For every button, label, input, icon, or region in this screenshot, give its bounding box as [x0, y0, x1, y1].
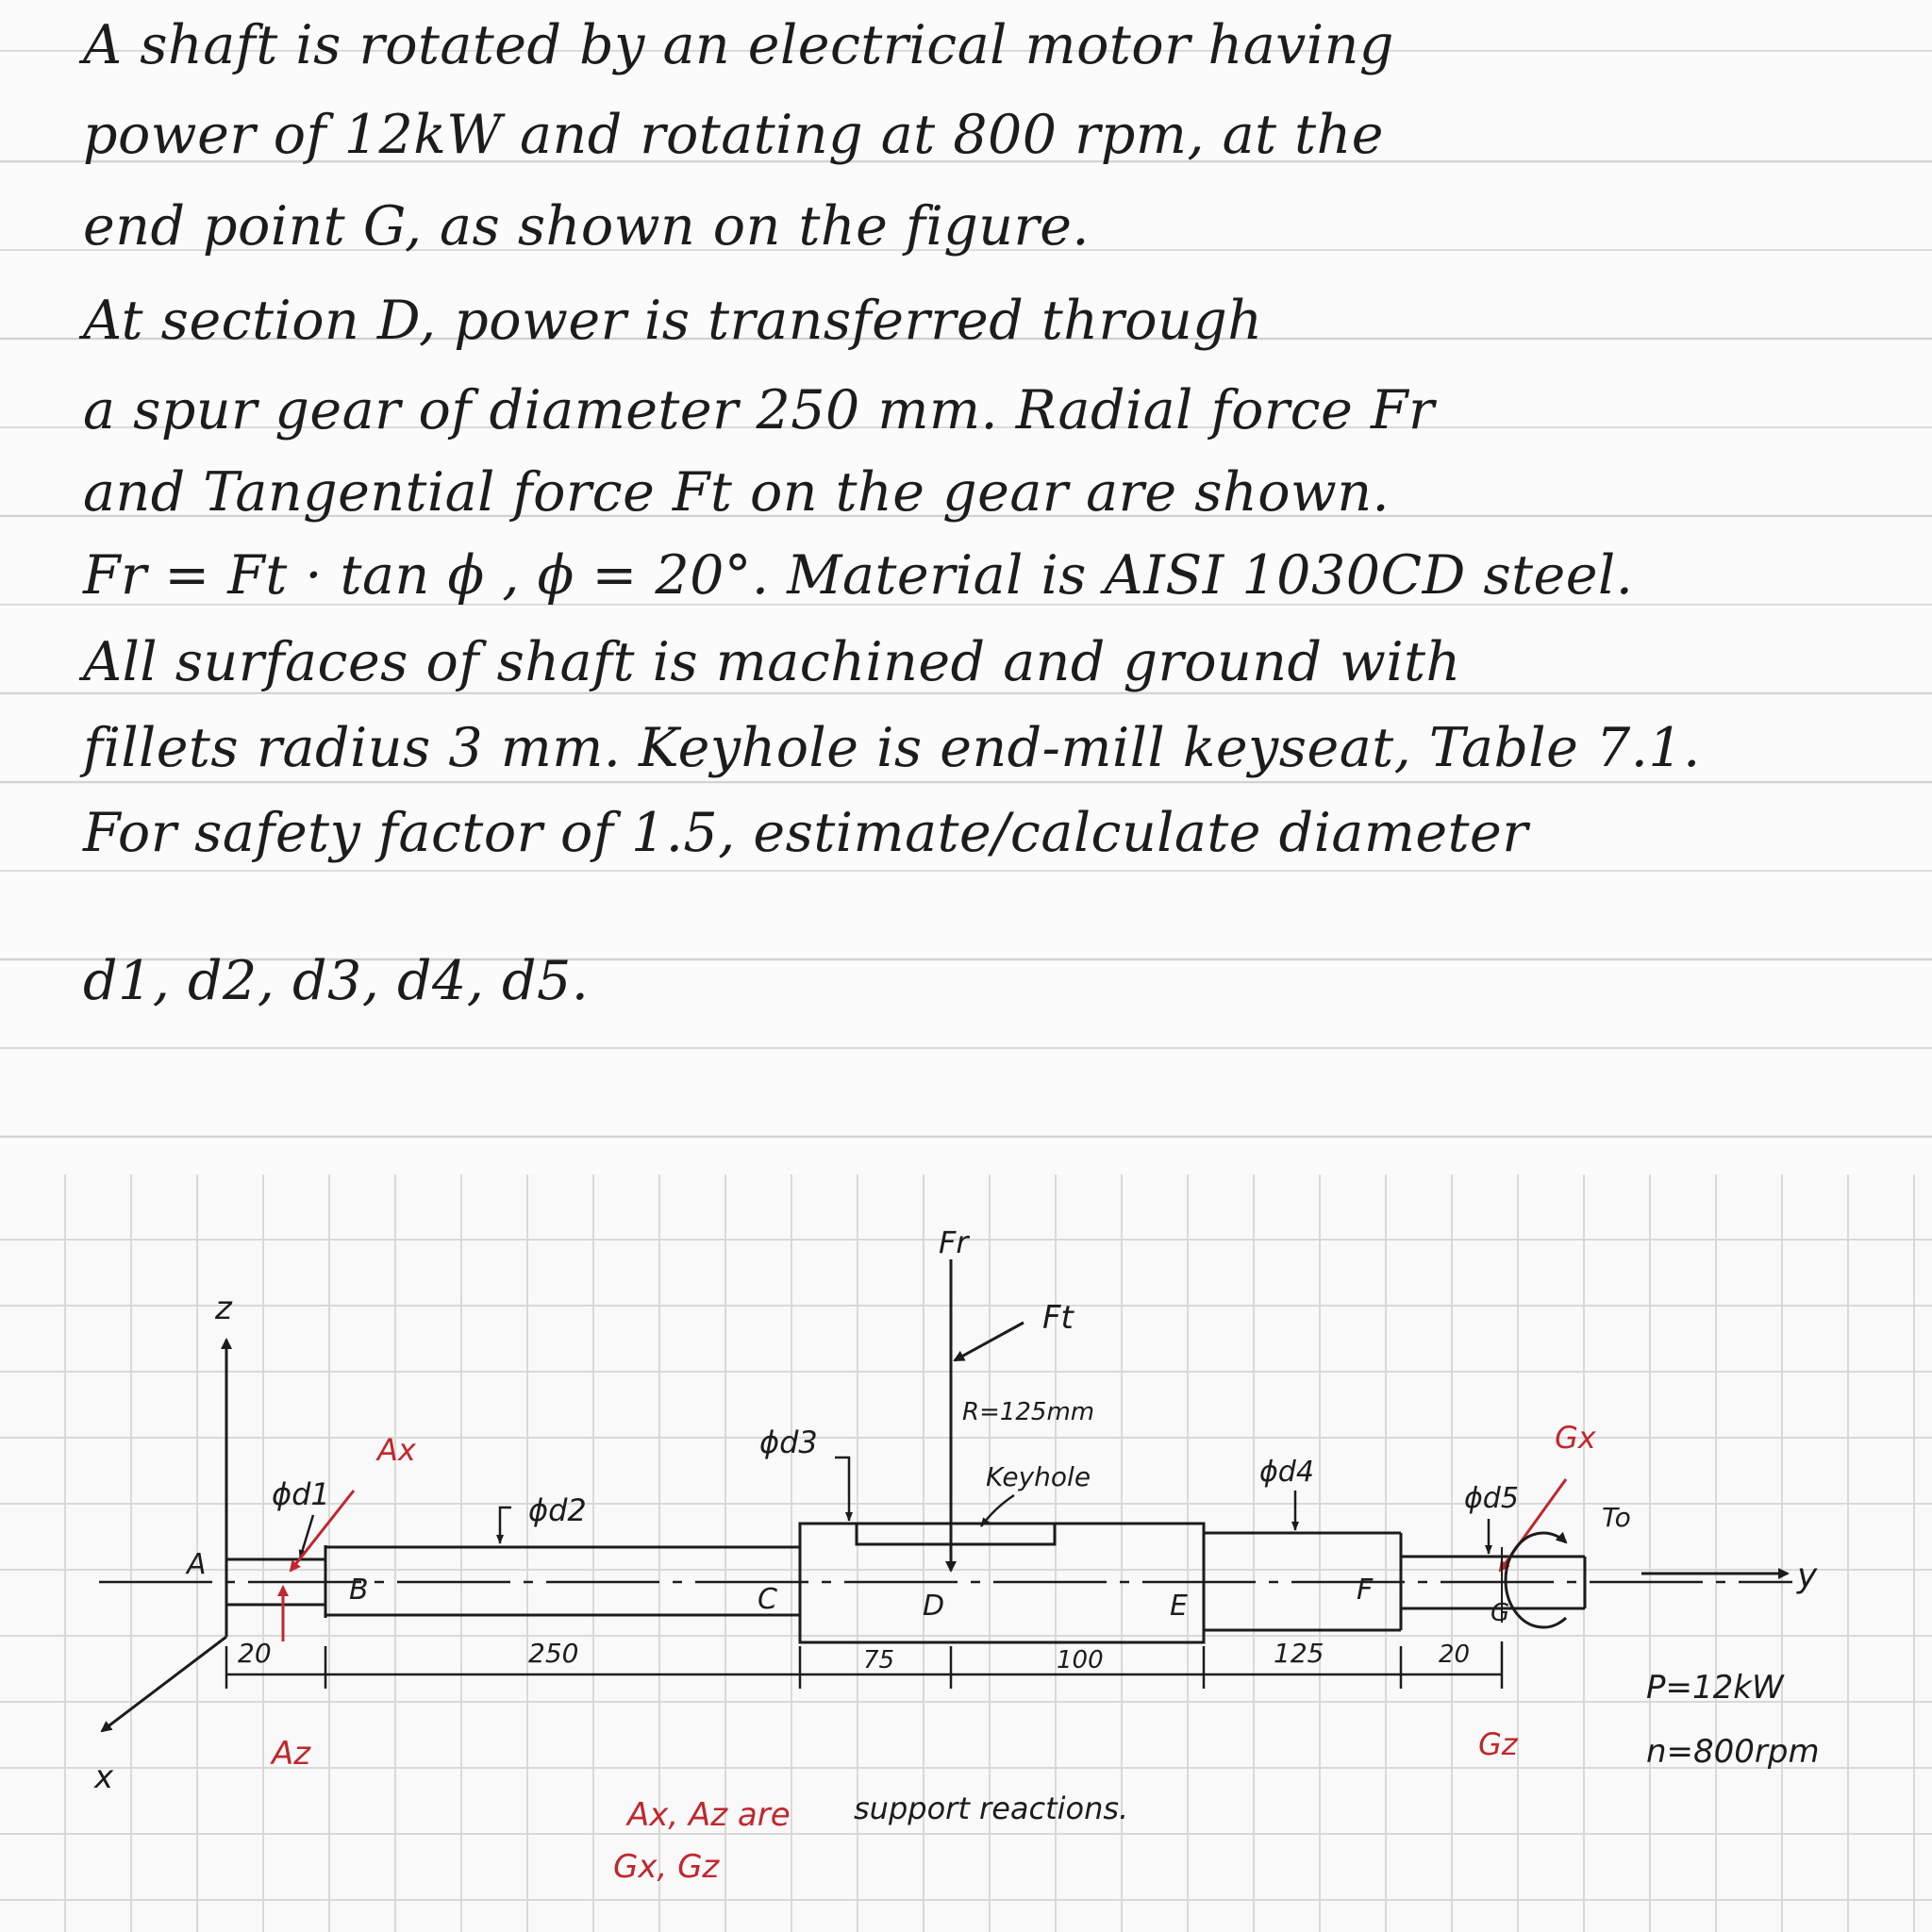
problem-line-2: power of 12kW and rotating at 800 rpm, a…: [83, 104, 1385, 166]
force-ft-label: Ft: [1042, 1299, 1075, 1337]
reaction-ax: Ax: [289, 1432, 417, 1573]
reaction-ax-label: Ax: [375, 1432, 417, 1468]
dimension-chain: [225, 1641, 1504, 1689]
problem-statement: A shaft is rotated by an electrical moto…: [0, 0, 1932, 1174]
reaction-gz-label: Gz: [1478, 1726, 1519, 1762]
dim-cd: 75: [863, 1646, 894, 1674]
point-c-label: C: [758, 1583, 777, 1616]
axis-x-label: x: [93, 1758, 114, 1796]
problem-line-11: d1, d2, d3, d4, d5.: [83, 950, 590, 1012]
dim-fg: 20: [1439, 1641, 1470, 1669]
dim-ab: 20: [238, 1638, 272, 1669]
torque-to: To: [1504, 1502, 1631, 1629]
point-a-label: A: [185, 1548, 207, 1581]
dia-d4-label: ϕd4: [1259, 1456, 1314, 1489]
force-ft: Ft: [953, 1299, 1075, 1362]
dia-d2-callout: ϕd2: [496, 1492, 587, 1544]
torque-label: To: [1602, 1502, 1631, 1533]
keyhole-label: Keyhole: [986, 1461, 1091, 1492]
axis-z: z: [214, 1290, 233, 1637]
dia-d5-callout: ϕd5: [1464, 1482, 1519, 1555]
dia-d1-label: ϕd1: [272, 1476, 330, 1512]
axis-y: y: [99, 1557, 1818, 1595]
note-red-1: Ax, Az are: [625, 1796, 791, 1834]
point-e-label: E: [1170, 1590, 1188, 1623]
axis-y-label: y: [1796, 1557, 1818, 1595]
problem-line-4: At section D, power is transferred throu…: [83, 290, 1263, 352]
problem-line-1: A shaft is rotated by an electrical moto…: [83, 14, 1394, 76]
shaft-drawing: z x y: [0, 1174, 1932, 1932]
problem-line-6: and Tangential force Ft on the gear are …: [83, 461, 1391, 524]
dia-d4-callout: ϕd4: [1259, 1456, 1314, 1531]
axis-x: x: [93, 1635, 227, 1796]
problem-line-3: end point G, as shown on the figure.: [83, 195, 1091, 258]
reaction-gz: Gz: [1478, 1547, 1519, 1762]
reaction-az: Az: [270, 1585, 311, 1773]
reaction-gx-label: Gx: [1555, 1420, 1597, 1456]
problem-line-5: a spur gear of diameter 250 mm. Radial f…: [83, 379, 1435, 441]
speed-label: n=800rpm: [1646, 1733, 1820, 1771]
problem-line-9: fillets radius 3 mm. Keyhole is end-mill…: [83, 717, 1701, 779]
dia-d1-callout: ϕd1: [272, 1476, 330, 1559]
dia-d3-label: ϕd3: [759, 1424, 818, 1460]
axis-z-label: z: [214, 1290, 233, 1327]
point-b-label: B: [349, 1574, 369, 1607]
problem-line-10: For safety factor of 1.5, estimate/calcu…: [83, 802, 1529, 864]
note-red-2: Gx, Gz: [613, 1848, 720, 1886]
dim-de: 100: [1057, 1646, 1104, 1674]
dia-d2-label: ϕd2: [528, 1492, 587, 1528]
problem-line-7: Fr = Ft · tan ϕ , ϕ = 20°. Material is A…: [83, 544, 1634, 607]
force-fr-label: Fr: [939, 1224, 970, 1260]
dia-d5-label: ϕd5: [1464, 1482, 1519, 1515]
point-f-label: F: [1357, 1574, 1374, 1607]
reaction-az-label: Az: [270, 1735, 311, 1773]
dim-ef: 125: [1274, 1638, 1324, 1669]
note-black: support reactions.: [854, 1790, 1128, 1826]
point-d-label: D: [923, 1590, 944, 1623]
dim-bc: 250: [528, 1638, 578, 1669]
force-fr: Fr: [939, 1224, 970, 1573]
shaft-diagram: z x y: [93, 1224, 1820, 1886]
power-label: P=12kW: [1646, 1669, 1785, 1707]
point-g-label: G: [1491, 1599, 1509, 1627]
keyhole-callout: Keyhole: [980, 1461, 1091, 1527]
problem-line-8: All surfaces of shaft is machined and gr…: [83, 631, 1461, 693]
gear-radius-label: R=125mm: [962, 1398, 1094, 1426]
shaft-outline: [225, 1522, 1587, 1644]
dia-d3-callout: ϕd3: [759, 1424, 853, 1522]
